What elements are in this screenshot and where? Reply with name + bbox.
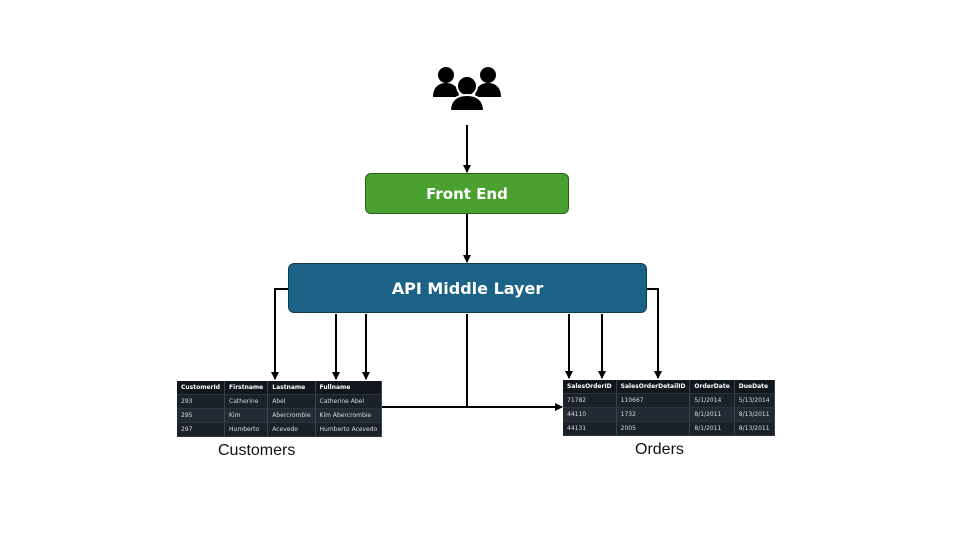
orders-table: SalesOrderID SalesOrderDetailID OrderDat… [563, 380, 775, 436]
table-cell: Acevedo [267, 422, 316, 437]
table-cell: 71782 [563, 393, 617, 408]
table-row: 44131 2005 8/1/2011 8/13/2011 [563, 421, 775, 436]
table-row: 297 Humberto Acevedo Humberto Acevedo [177, 422, 383, 437]
column-header: SalesOrderDetailID [616, 380, 691, 394]
column-header: Lastname [267, 381, 316, 395]
table-row: 295 Kim Abercrombie Kim Abercrombie [177, 408, 383, 423]
table-cell: Kim [224, 408, 269, 423]
table-cell: 8/1/2011 [689, 407, 735, 422]
table-cell: Catherine Abel [315, 394, 383, 409]
table-header-row: CustomerId Firstname Lastname Fullname [177, 381, 383, 395]
table-cell: 1732 [616, 407, 691, 422]
table-cell: Abercrombie [267, 408, 316, 423]
table-row: 44110 1732 8/1/2011 8/13/2011 [563, 407, 775, 422]
table-cell: 8/13/2011 [734, 421, 775, 436]
table-header-row: SalesOrderID SalesOrderDetailID OrderDat… [563, 380, 775, 394]
column-header: CustomerId [177, 381, 226, 395]
table-cell: 110667 [616, 393, 691, 408]
api-middle-layer-label: API Middle Layer [391, 278, 544, 298]
table-cell: 5/1/2014 [689, 393, 735, 408]
users-group-icon [432, 64, 502, 112]
table-cell: 2005 [616, 421, 691, 436]
customers-table: CustomerId Firstname Lastname Fullname 2… [177, 381, 383, 437]
table-cell: 295 [177, 408, 226, 423]
table-cell: Kim Abercrombie [315, 408, 383, 423]
arrow-api-to-customerid [271, 288, 288, 380]
column-header: Fullname [315, 381, 383, 395]
table-row: 71782 110667 5/1/2014 5/13/2014 [563, 393, 775, 408]
arrow-api-to-orderdate [647, 288, 662, 379]
table-cell: 5/13/2014 [734, 393, 775, 408]
table-cell: Catherine [224, 394, 269, 409]
api-middle-layer-box: API Middle Layer [288, 263, 647, 313]
table-row: 293 Catherine Abel Catherine Abel [177, 394, 383, 409]
table-cell: 8/1/2011 [689, 421, 735, 436]
table-cell: 293 [177, 394, 226, 409]
orders-label: Orders [635, 441, 684, 458]
customers-label: Customers [218, 442, 296, 459]
column-header: OrderDate [689, 380, 735, 394]
column-header: SalesOrderID [563, 380, 617, 394]
table-cell: 297 [177, 422, 226, 437]
column-header: Firstname [224, 381, 269, 395]
table-cell: 8/13/2011 [734, 407, 775, 422]
front-end-box: Front End [365, 173, 569, 214]
table-cell: 44110 [563, 407, 617, 422]
table-cell: Humberto [224, 422, 269, 437]
table-cell: 44131 [563, 421, 617, 436]
front-end-label: Front End [426, 184, 508, 203]
table-cell: Humberto Acevedo [315, 422, 383, 437]
table-cell: Abel [267, 394, 316, 409]
column-header: DueDate [734, 380, 775, 394]
